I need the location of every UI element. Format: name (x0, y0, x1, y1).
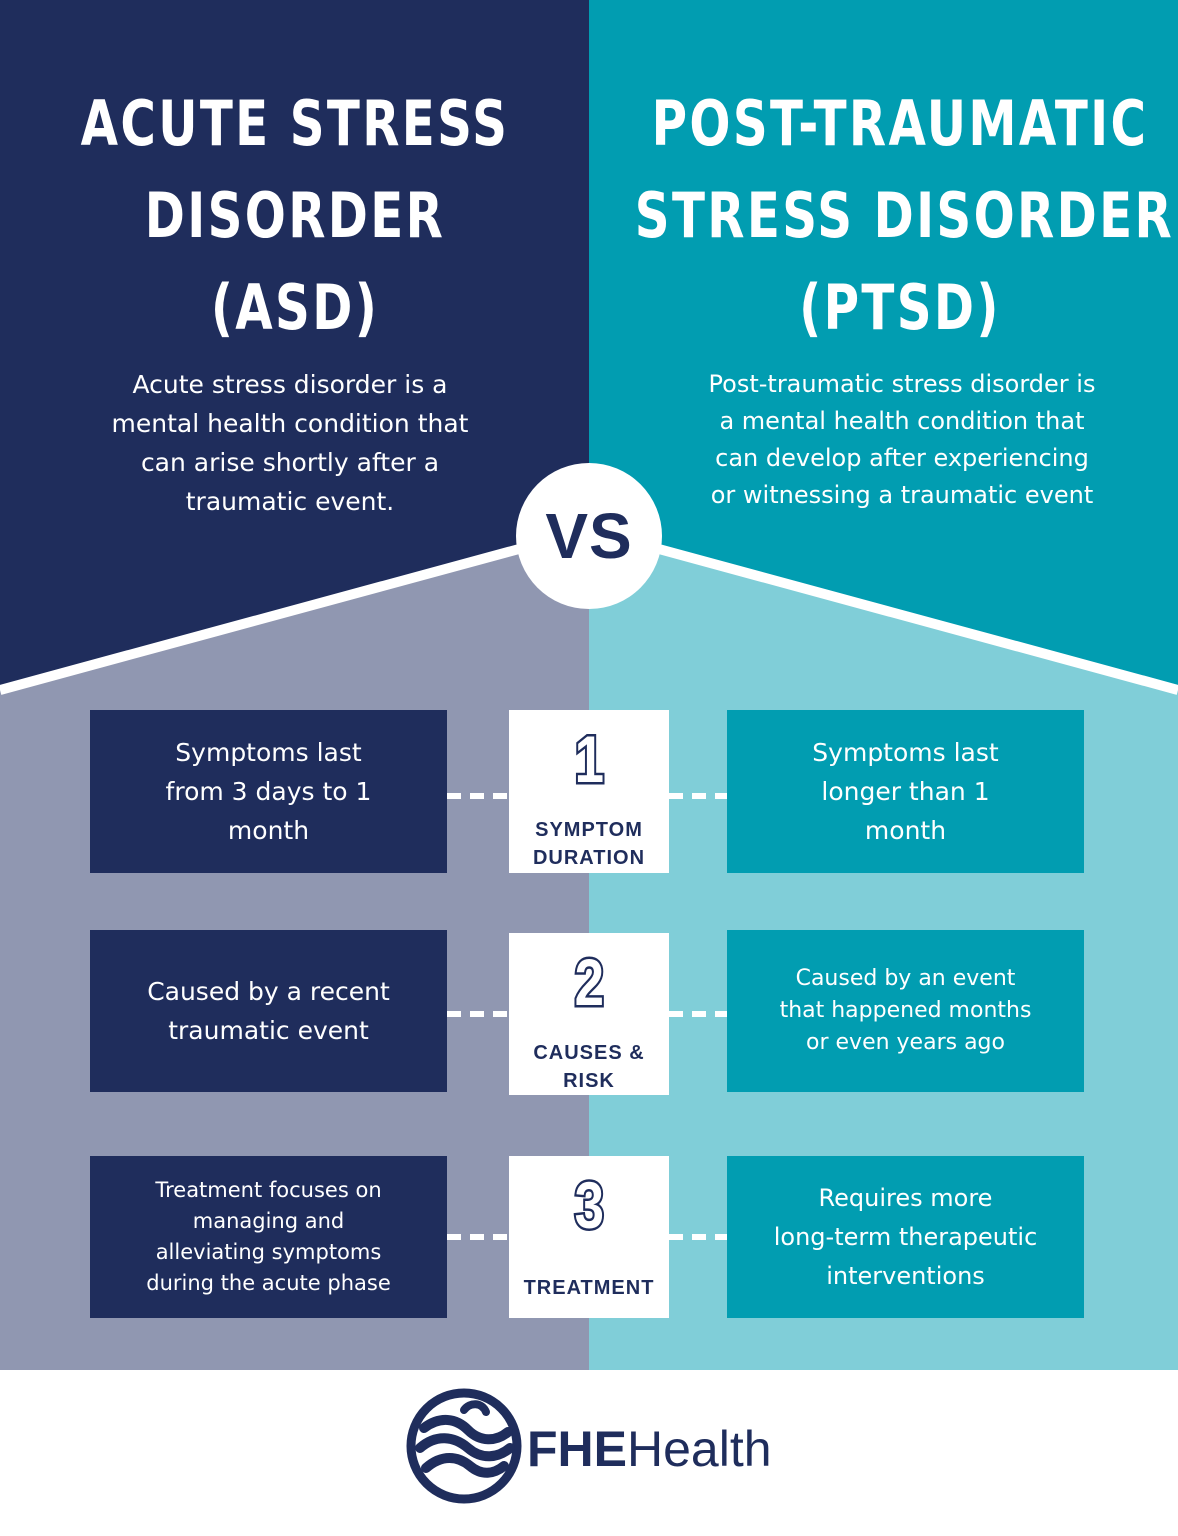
ptsd-description: Post-traumatic stress disorder is a ment… (708, 370, 1096, 509)
ptsd-causes-card: Caused by an event that happened months … (727, 930, 1084, 1092)
treatment-label-card: 3 TREATMENT (509, 1156, 669, 1318)
brand-name: FHEHealth (527, 1421, 772, 1477)
connector-dots (447, 793, 509, 799)
asd-causes-card: Caused by a recent traumatic event (90, 930, 447, 1092)
asd-title: ACUTE STRESS DISORDER (ASD) (80, 87, 510, 344)
symptom-duration-label-card: 1 SYMPTOM DURATION (509, 710, 669, 873)
number-two: 2 (572, 945, 605, 1019)
asd-description: Acute stress disorder is a mental health… (111, 370, 469, 516)
number-three: 3 (572, 1168, 605, 1242)
connector-dots (447, 1234, 509, 1240)
connector-dots (669, 793, 727, 799)
category-label: CAUSES & RISK (533, 1042, 645, 1092)
vs-badge: VS (516, 463, 662, 609)
ptsd-title: POST-TRAUMATIC STRESS DISORDER (PTSD) (634, 87, 1175, 344)
ptsd-treatment-card: Requires more long-term therapeutic inte… (727, 1156, 1084, 1318)
number-one: 1 (572, 722, 605, 796)
category-label: TREATMENT (523, 1277, 655, 1299)
connector-dots (669, 1234, 727, 1240)
connector-dots (669, 1011, 727, 1017)
category-label: SYMPTOM DURATION (532, 819, 646, 869)
ptsd-symptom-duration-card: Symptoms last longer than 1 month (727, 710, 1084, 873)
fhe-health-logo-icon (406, 1388, 522, 1504)
asd-symptom-duration-card: Symptoms last from 3 days to 1 month (90, 710, 447, 873)
connector-dots (447, 1011, 509, 1017)
asd-treatment-card: Treatment focuses on managing and allevi… (90, 1156, 447, 1318)
causes-label-card: 2 CAUSES & RISK (509, 933, 669, 1095)
